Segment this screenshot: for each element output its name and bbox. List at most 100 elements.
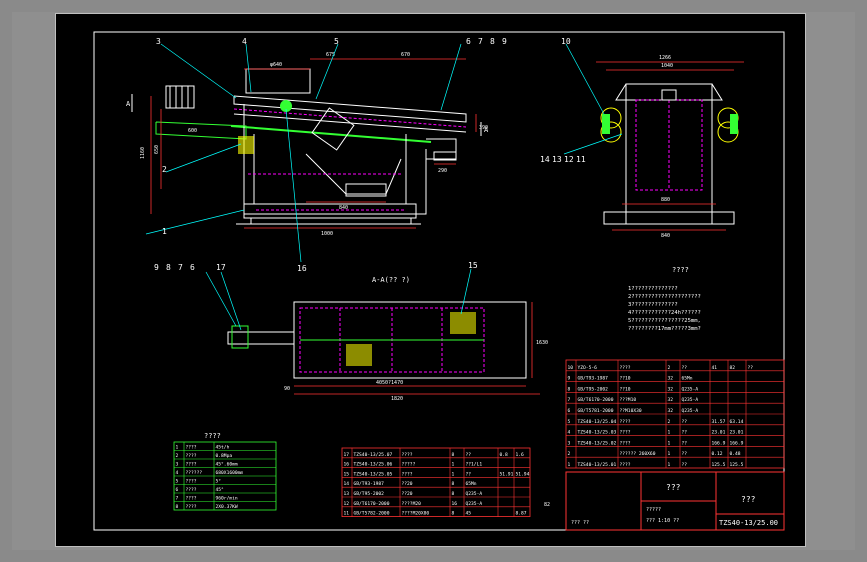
notes-line-3: 3??????????????	[628, 302, 678, 308]
bom-upper-cell: 31.57	[712, 419, 726, 425]
spec-table-cell: 680X1600mm	[216, 470, 244, 476]
bom-upper-cell: 2	[668, 419, 671, 425]
bom-lower-cell: 8	[452, 491, 455, 497]
bom-upper-cell: 82	[730, 365, 736, 371]
front-view: φ640 675 670 1160 650 840 1000 290 390 6…	[126, 37, 507, 273]
drawing-sheet[interactable]: φ640 675 670 1160 650 840 1000 290 390 6…	[55, 13, 806, 547]
callout-13: 13	[552, 155, 562, 164]
bom-upper-cell: ??	[682, 430, 688, 436]
notes-line-1: 1??????????????	[628, 286, 678, 292]
dim-top-left: φ640	[270, 62, 282, 68]
bom-lower-cell: Q235-A	[466, 501, 483, 507]
callout-3: 3	[156, 37, 161, 46]
bom-lower-cell: GB/T93-1987	[354, 481, 385, 487]
bom-upper-cell: 125.5	[730, 462, 744, 468]
screen-box	[233, 95, 467, 123]
bom-lower-cell: ????M20	[402, 501, 422, 507]
bom-upper-cell: 1	[668, 430, 671, 436]
bom-upper-cell: 23.01	[730, 430, 744, 436]
screen-deck	[230, 125, 432, 143]
feed-hopper	[245, 68, 311, 94]
bom-upper-cell: TZS40-13/25.03	[578, 430, 617, 436]
callout-1: 1	[162, 227, 167, 236]
callout-4: 4	[242, 37, 247, 46]
plan-dim-bottom-2: 1820	[391, 396, 403, 402]
drawing-number: TZS40-13/25.00	[719, 519, 778, 527]
mesh-patch-right	[450, 312, 476, 334]
spec-table-cell: 45°.60mm	[216, 462, 238, 468]
bom-lower-cell: 17	[344, 452, 350, 458]
bom-upper-cell: 5	[568, 419, 571, 425]
spec-table-cell: 5	[176, 479, 179, 485]
side-dim-top-2: 1040	[661, 63, 673, 69]
bom-lower-cell: 14	[344, 481, 350, 487]
bom-upper-cell: Q235-A	[682, 386, 699, 392]
bom-lower-cell: 8	[452, 481, 455, 487]
callout-14: 14	[540, 155, 550, 164]
bom-upper-cell: 32	[668, 397, 674, 403]
callout-16: 16	[297, 264, 307, 273]
bom-upper-cell: 2	[568, 451, 571, 457]
bom-lower-cell: 51.91	[500, 471, 514, 477]
bom-upper-cell: YZO-5-6	[578, 365, 598, 371]
bom-lower-cell: 8.87	[516, 511, 527, 517]
bom-lower-cell: ??20	[402, 481, 413, 487]
bom-upper-cell: TZS40-13/25.01	[578, 462, 617, 468]
bom-upper-cell: 6	[568, 408, 571, 414]
bom-upper-cell: ????	[620, 365, 631, 371]
title-name: ???	[666, 483, 681, 492]
callout-10: 10	[561, 37, 571, 46]
dim-left-small: 600	[188, 128, 197, 134]
plan-dim-bottom-1: 4050?1470	[376, 380, 403, 386]
callout-11: 11	[576, 155, 586, 164]
bom-upper-cell: ??	[682, 462, 688, 468]
bom-upper-cell: 1	[568, 462, 571, 468]
bom-upper-cell: ??	[748, 365, 754, 371]
bom-lower-cell: 45	[466, 511, 472, 517]
bom-upper-cell: ?????? 260X60	[620, 451, 656, 457]
spec-table-cell: 45t/h	[216, 445, 230, 451]
bom-upper-cell: ??	[682, 451, 688, 457]
spec-table-cell: ????	[186, 504, 197, 510]
bom-upper-cell: ????	[620, 419, 631, 425]
bom-upper-cell: 41	[712, 365, 718, 371]
side-dim-top-1: 1266	[659, 55, 671, 61]
bom-upper-cell: ????	[620, 430, 631, 436]
bom-lower-cell: 12	[344, 501, 350, 507]
side-view: 1266 1040 880 840 10 14 13 12 11	[540, 37, 744, 239]
spec-table-cell: 960r/min	[216, 496, 238, 502]
dim-small-2: 390	[479, 125, 488, 131]
bom-upper-cell: 10	[568, 365, 574, 371]
bom-upper-cell: ??	[682, 419, 688, 425]
plan-view: A-A(?? ?) 4050?1470 1820 90 1630 9 8 7 6…	[154, 261, 548, 402]
vibration-motor	[311, 107, 355, 151]
bom-lower-cell: Q235-A	[466, 491, 483, 497]
plan-dim-left: 90	[284, 386, 290, 392]
dim-left-vertical-1: 1160	[140, 147, 146, 159]
section-arrow-left: A	[126, 100, 131, 108]
bom-upper-cell: ??10	[620, 386, 631, 392]
bom-lower-cell: 16	[452, 501, 458, 507]
bom-upper-cell: 1	[668, 462, 671, 468]
notes-line-6: ?????????17mm?????3mm?	[628, 326, 701, 332]
bom-mid-value: 82	[544, 502, 550, 508]
plan-callout-8: 8	[166, 263, 171, 272]
spec-table-cell: 45°	[216, 487, 225, 493]
bom-lower-cell: 1	[452, 462, 455, 468]
spec-table-cell: 2X0.37KW	[216, 504, 238, 510]
bom-lower-cell: GB/T6170-2000	[354, 501, 390, 507]
bom-upper-cell: 32	[668, 408, 674, 414]
bom-upper-cell: ??M10X30	[620, 408, 642, 414]
notes-line-2: 2?????????????????????	[628, 294, 701, 300]
spec-table-cell: 4	[176, 470, 179, 476]
dim-top-right: 670	[401, 52, 410, 58]
spec-table-cell: ????	[186, 479, 197, 485]
spec-table-cell: 2	[176, 453, 179, 459]
drive-shaft	[227, 331, 295, 345]
bom-lower-cell: TZS40-13/25.07	[354, 452, 393, 458]
bom-lower-cell: 8	[452, 511, 455, 517]
spec-table-cell: 6	[176, 487, 179, 493]
bom-upper-cell: 7	[568, 397, 571, 403]
spec-table-cell: 1	[176, 445, 179, 451]
notes-title: ????	[672, 266, 689, 274]
